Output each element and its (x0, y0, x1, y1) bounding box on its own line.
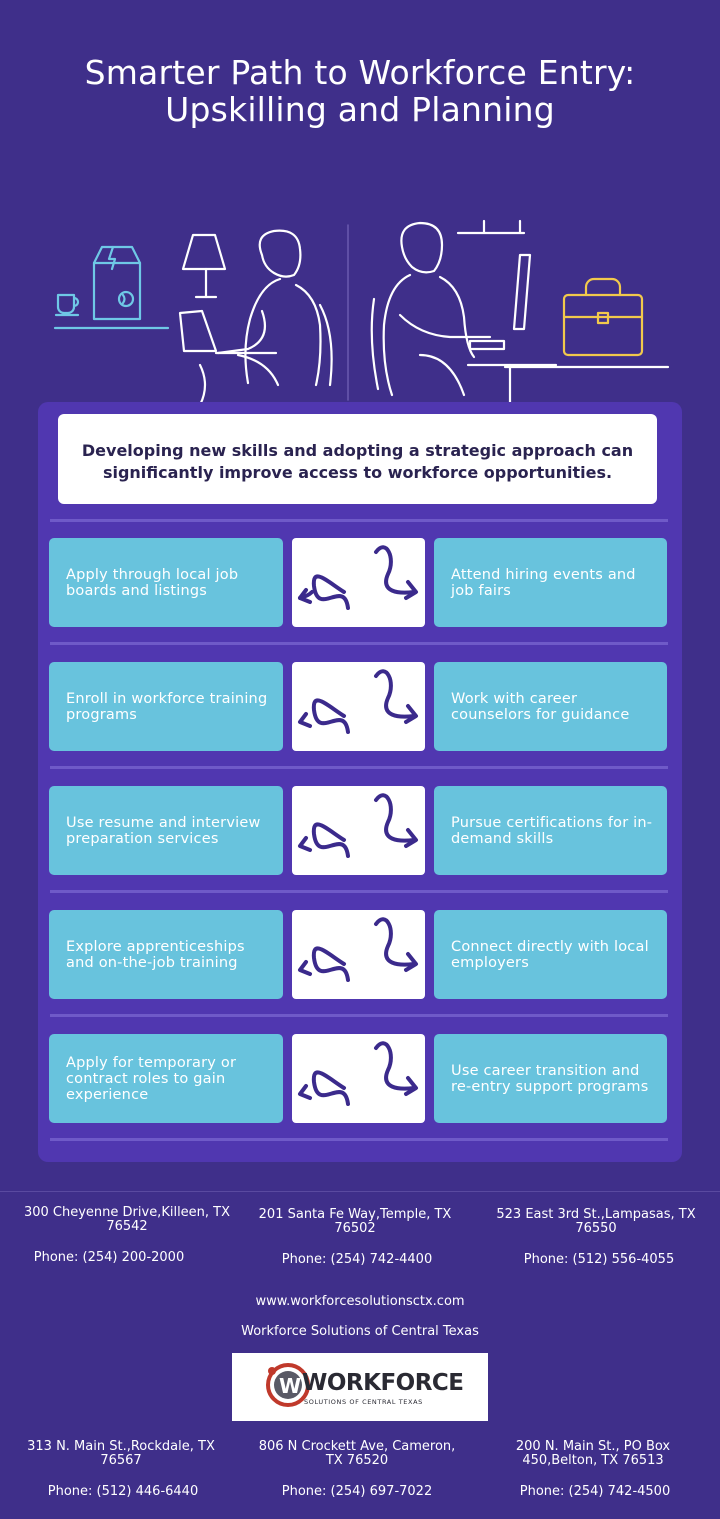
office-address: 806 N Crockett Ave, Cameron, TX 76520 (258, 1439, 456, 1468)
step-card: Work with career counselors for guidance (434, 662, 667, 751)
right-arrow-icon (374, 1041, 416, 1091)
step-text: Work with career counselors for guidance (451, 690, 630, 723)
right-arrow-icon (374, 793, 416, 843)
intro-card: Developing new skills and adopting a str… (58, 414, 657, 504)
step-text: Attend hiring events and job fairs (451, 566, 636, 599)
office-phone[interactable]: Phone: (254) 697-7022 (281, 1484, 433, 1499)
svg-text:W: W (279, 1374, 301, 1398)
step-card: Use career transition and re-entry suppo… (434, 1034, 667, 1123)
step-card: Apply through local job boards and listi… (49, 538, 283, 627)
step-card: Connect directly with local employers (434, 910, 667, 999)
step-text: Pursue certifications for in-demand skil… (451, 814, 653, 847)
person-at-computer-icon (370, 221, 558, 405)
workers-illustration (53, 219, 670, 405)
step-card: Explore apprenticeships and on-the-job t… (49, 910, 283, 999)
office-address: 201 Santa Fe Way,Temple, TX 76502 (258, 1207, 452, 1236)
logo-wordmark: WORKFORCE (302, 1370, 464, 1396)
divider (50, 642, 668, 645)
left-arrow-icon (311, 698, 350, 734)
divider (50, 890, 668, 893)
office-phone[interactable]: Phone: (254) 742-4400 (281, 1252, 433, 1267)
step-text: Connect directly with local employers (451, 938, 649, 971)
arrows-graphic (292, 786, 425, 875)
office-phone[interactable]: Phone: (512) 556-4055 (523, 1252, 675, 1267)
step-text: Explore apprenticeships and on-the-job t… (66, 938, 245, 971)
right-arrow-icon (374, 545, 416, 595)
step-text: Use resume and interview preparation ser… (66, 814, 261, 847)
divider (50, 766, 668, 769)
step-card: Apply for temporary or contract roles to… (49, 1034, 283, 1123)
arrows-graphic (292, 1034, 425, 1123)
arrows-graphic (292, 538, 425, 627)
arrows-graphic (292, 662, 425, 751)
step-card: Enroll in workforce training programs (49, 662, 283, 751)
title-line-1: Smarter Path to Workforce Entry: (84, 53, 636, 92)
office-phone[interactable]: Phone: (512) 446-6440 (47, 1484, 199, 1499)
right-arrow-icon (374, 669, 416, 719)
office-address: 523 East 3rd St.,Lampasas, TX 76550 (496, 1207, 696, 1236)
coffee-cup-icon (54, 293, 80, 317)
step-text: Use career transition and re-entry suppo… (451, 1062, 649, 1095)
logo-emblem-icon: W (266, 1363, 310, 1407)
office-address: 300 Cheyenne Drive,Killeen, TX 76542 (23, 1205, 231, 1234)
coffee-bag-icon (92, 245, 142, 321)
office-address: 200 N. Main St., PO Box 450,Belton, TX 7… (515, 1439, 671, 1468)
step-card: Use resume and interview preparation ser… (49, 786, 283, 875)
right-arrow-icon (374, 917, 416, 967)
briefcase-icon (562, 277, 644, 357)
intro-line-1: Developing new skills and adopting a str… (81, 441, 634, 460)
divider (50, 519, 668, 522)
arrows-graphic (292, 910, 425, 999)
office-address: 313 N. Main St.,Rockdale, TX 76567 (27, 1439, 215, 1468)
left-arrow-icon (311, 574, 350, 610)
step-card: Attend hiring events and job fairs (434, 538, 667, 627)
divider (50, 1014, 668, 1017)
page-title: Smarter Path to Workforce Entry: Upskill… (0, 54, 720, 128)
lamp-icon (181, 233, 227, 299)
step-text: Apply for temporary or contract roles to… (66, 1054, 237, 1103)
intro-line-2: significantly improve access to workforc… (102, 463, 613, 482)
left-arrow-icon (311, 1070, 350, 1106)
left-arrow-icon (311, 946, 350, 982)
step-text: Enroll in workforce training programs (66, 690, 268, 723)
office-phone[interactable]: Phone: (254) 742-4500 (519, 1484, 671, 1499)
office-phone[interactable]: Phone: (254) 200-2000 (33, 1250, 185, 1265)
org-name: Workforce Solutions of Central Texas (241, 1324, 479, 1339)
person-at-laptop-icon (178, 229, 333, 405)
logo-subtitle: SOLUTIONS OF CENTRAL TEXAS (304, 1398, 423, 1406)
website-link[interactable]: www.workforcesolutionsctx.com (255, 1294, 465, 1309)
divider (50, 1138, 668, 1141)
left-arrow-icon (311, 822, 350, 858)
step-card: Pursue certifications for in-demand skil… (434, 786, 667, 875)
footer-divider (0, 1191, 720, 1192)
workforce-logo: W WORKFORCE SOLUTIONS OF CENTRAL TEXAS (232, 1353, 488, 1421)
step-text: Apply through local job boards and listi… (66, 566, 239, 599)
title-line-2: Upskilling and Planning (165, 90, 555, 129)
